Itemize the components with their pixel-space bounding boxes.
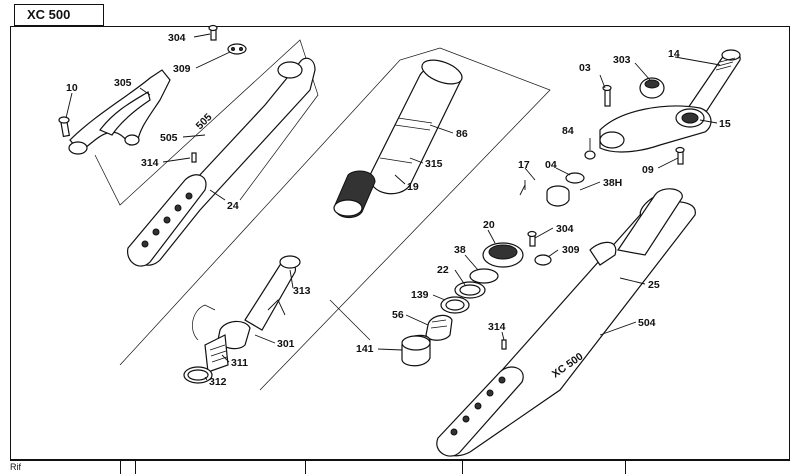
- label-38H: 38H: [603, 177, 622, 189]
- slider-decal-left: 505: [194, 111, 215, 132]
- stanchion-tube: [369, 59, 463, 195]
- label-139: 139: [411, 289, 429, 301]
- leader-lines: [65, 33, 721, 381]
- label-38: 38: [454, 244, 466, 256]
- washer-139: [440, 296, 470, 314]
- footer-cell-divider: [462, 461, 463, 474]
- footer-cell-divider: [135, 461, 136, 474]
- label-25: 25: [648, 279, 660, 291]
- crown-305: [68, 69, 171, 155]
- cap-309-right: [527, 230, 552, 266]
- label-301: 301: [277, 338, 295, 350]
- bushing-56: [425, 314, 453, 341]
- slider-24: 505: [127, 57, 316, 267]
- bolt-10: [58, 116, 71, 138]
- group-outline-left: [94, 39, 319, 206]
- label-304-right: 304: [556, 223, 574, 235]
- footer-rif-label: Rif: [10, 462, 21, 472]
- label-304-top: 304: [168, 32, 186, 44]
- washer-84: [584, 150, 596, 160]
- label-24: 24: [227, 200, 239, 212]
- label-19: 19: [407, 181, 419, 193]
- label-309-top: 309: [173, 63, 191, 75]
- label-09: 09: [642, 164, 654, 176]
- cap-309-left: [208, 24, 247, 55]
- label-20: 20: [483, 219, 495, 231]
- label-22: 22: [437, 264, 449, 276]
- footer-cell-divider: [120, 461, 121, 474]
- ring-312: [183, 366, 213, 384]
- label-15: 15: [719, 118, 731, 130]
- diagram-title: XC 500: [14, 4, 104, 26]
- bolt-09: [675, 146, 685, 165]
- label-86: 86: [456, 128, 468, 140]
- label-303: 303: [613, 54, 631, 66]
- bushing-141: [401, 334, 431, 367]
- label-14: 14: [668, 48, 680, 60]
- label-314-left: 314: [141, 157, 159, 169]
- label-141: 141: [356, 343, 374, 355]
- label-504: 504: [638, 317, 656, 329]
- label-309-right: 309: [562, 244, 580, 256]
- diagram-frame: [10, 26, 790, 460]
- label-505: 505: [160, 132, 178, 144]
- part-labels: 304 309 10 305 505 314 24 86 315 19 313 …: [66, 32, 731, 388]
- bushing-20: [482, 242, 524, 268]
- cap-303: [639, 77, 665, 99]
- ring-22: [454, 281, 486, 299]
- footer-cell-divider: [625, 461, 626, 474]
- label-04: 04: [545, 159, 557, 171]
- bushing-19: [333, 170, 376, 219]
- label-311: 311: [231, 357, 248, 369]
- ring-38: [469, 268, 499, 284]
- label-315: 315: [425, 158, 443, 170]
- label-17: 17: [518, 159, 530, 171]
- spring-wire: [192, 304, 216, 341]
- pin-314-left: [191, 152, 197, 163]
- pin-314-right: [501, 339, 507, 350]
- label-10: 10: [66, 82, 78, 94]
- label-312: 312: [209, 376, 227, 388]
- group-outline-right: [329, 299, 371, 341]
- bolt-03: [602, 84, 612, 107]
- label-56: 56: [392, 309, 404, 321]
- label-305: 305: [114, 77, 132, 89]
- title-block-footer: Rif: [10, 460, 790, 474]
- label-84: 84: [562, 125, 574, 137]
- crown-15: [599, 105, 712, 153]
- damper-cartridge: [204, 255, 301, 373]
- seal-stack-17-04-38H: [546, 172, 585, 207]
- label-313: 313: [293, 285, 311, 297]
- footer-cell-divider: [305, 461, 306, 474]
- upper-tube-25: [616, 188, 683, 256]
- label-03: 03: [579, 62, 591, 74]
- steerer-14: [687, 49, 741, 113]
- group-outline-center: [119, 47, 551, 391]
- label-314-right: 314: [488, 321, 506, 333]
